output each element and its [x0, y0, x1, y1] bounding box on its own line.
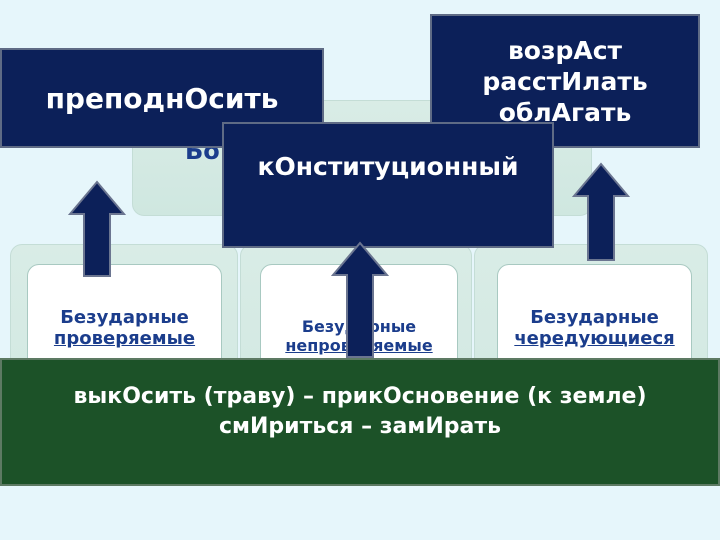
word-box-left: преподнОсить — [0, 48, 324, 148]
card-title: Безударные — [530, 307, 659, 328]
word-right-3: облАгать — [498, 97, 632, 127]
word-right-1: возрАст — [507, 35, 623, 65]
card-subtitle: проверяемые — [53, 328, 196, 349]
arrow-up-icon — [68, 180, 126, 277]
examples-box: выкОсить (траву) – прикОсновение (к земл… — [0, 358, 720, 486]
arrow-up-icon — [572, 162, 630, 261]
example-line-1: выкОсить (траву) – прикОсновение (к земл… — [73, 384, 647, 409]
arrow-up-icon — [331, 241, 389, 358]
word-right-2: расстИлать — [482, 66, 648, 96]
card-title: Безударные — [60, 307, 189, 328]
card-subtitle: чередующиеся — [514, 328, 675, 349]
word-left: преподнОсить — [45, 81, 279, 115]
word-middle: кОнституционный — [257, 152, 519, 181]
example-line-2: смИриться – замИрать — [218, 414, 502, 439]
word-box-middle: кОнституционный — [222, 122, 554, 248]
